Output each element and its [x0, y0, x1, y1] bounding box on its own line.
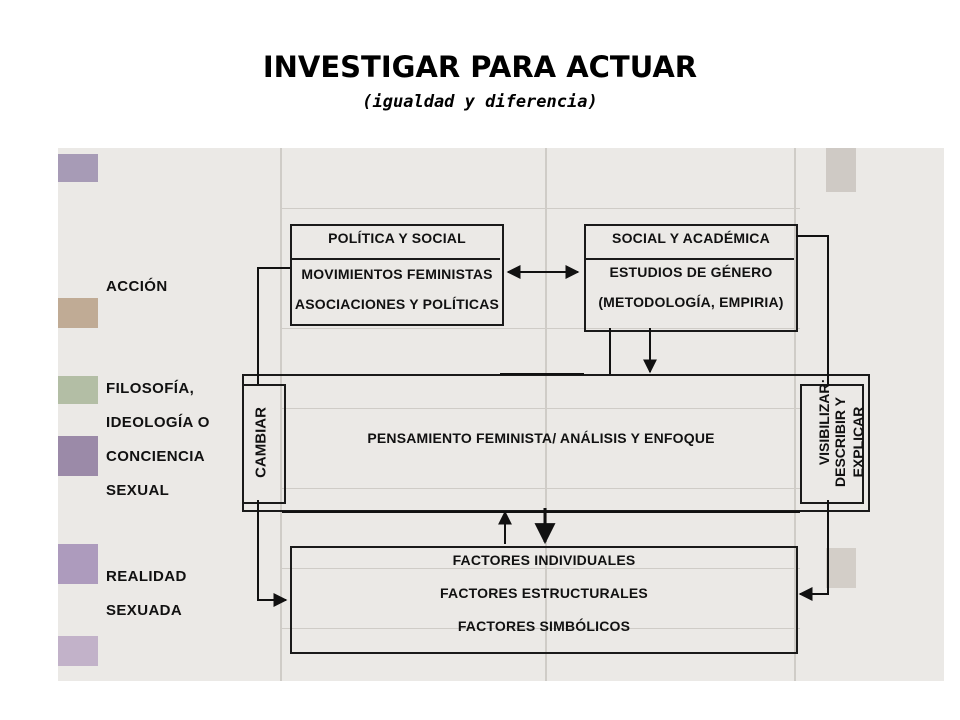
cambiar-to-factores-arrow	[257, 500, 288, 607]
visibilizar-to-factores-arrow	[798, 500, 829, 601]
sexuada-label: SEXUADA	[106, 602, 183, 619]
filosofia-label: FILOSOFÍA,	[106, 380, 195, 397]
factores-individuales-label: FACTORES INDIVIDUALES	[452, 552, 636, 568]
conciencia-label: CONCIENCIA	[106, 448, 206, 465]
social-academica-header: SOCIAL Y ACADÉMICA	[612, 230, 770, 246]
color-swatch	[826, 548, 856, 588]
factores-simbolicos-label: FACTORES SIMBÓLICOS	[457, 618, 631, 634]
metodologia-empiria-label: (METODOLOGÍA, EMPIRIA)	[598, 294, 784, 310]
page-subtitle: (igualdad y diferencia)	[362, 92, 598, 112]
movimientos-feministas-label: MOVIMIENTOS FEMINISTAS	[301, 266, 493, 282]
politica-social-box	[290, 224, 504, 326]
color-swatch	[58, 544, 98, 584]
color-swatch	[58, 298, 98, 328]
page-title: INVESTIGAR PARA ACTUAR	[262, 50, 698, 84]
pensamiento-feminista-label: PENSAMIENTO FEMINISTA/ ANÁLISIS Y ENFOQU…	[367, 430, 715, 446]
cambiar-box	[242, 384, 286, 504]
color-swatch	[58, 376, 98, 404]
social-academica-divider	[584, 258, 794, 260]
ideologia-label: IDEOLOGÍA O	[106, 414, 210, 431]
realidad-label: REALIDAD	[106, 568, 187, 585]
factores-estructurales-label: FACTORES ESTRUCTURALES	[440, 585, 648, 601]
color-swatch	[58, 636, 98, 666]
politica-social-divider	[290, 258, 500, 260]
color-swatch	[58, 436, 98, 476]
color-swatch	[58, 154, 98, 182]
asociaciones-politicas-label: ASOCIACIONES Y POLÍTICAS	[294, 296, 500, 312]
color-swatch	[826, 148, 856, 192]
factores-box	[290, 546, 798, 654]
visibilizar-box	[800, 384, 864, 504]
right-side-arrow	[796, 235, 829, 384]
sexual-label: SEXUAL	[106, 482, 170, 499]
accion-label: ACCIÓN	[106, 278, 168, 295]
politica-to-cambiar-line	[257, 267, 290, 384]
social-academica-box	[584, 224, 798, 332]
estudios-genero-label: ESTUDIOS DE GÉNERO	[609, 264, 773, 280]
politica-social-header: POLÍTICA Y SOCIAL	[328, 230, 466, 246]
